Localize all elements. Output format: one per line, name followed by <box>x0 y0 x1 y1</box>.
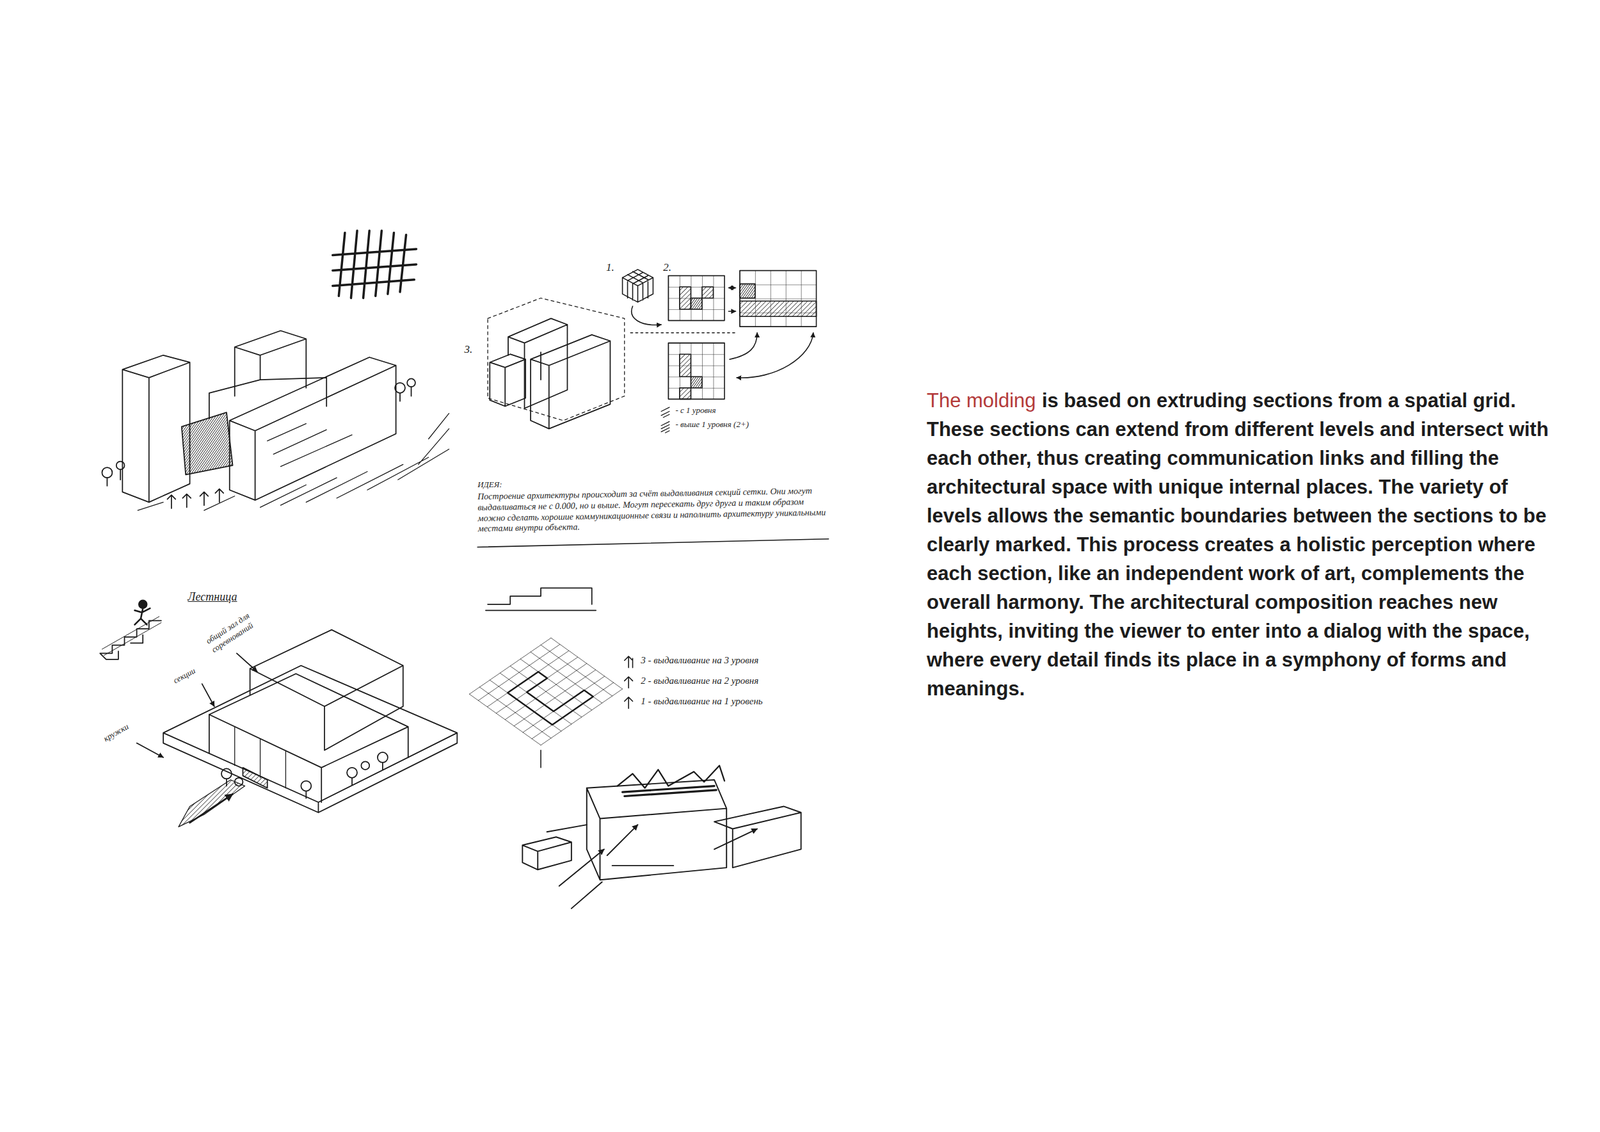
concept-heading: The molding <box>926 389 1037 412</box>
idea-note: Построение архитектуры происходит за счё… <box>477 485 831 536</box>
idea-heading: ИДЕЯ: <box>477 479 502 490</box>
legend-note: 1 - выдавливание на 1 уровень <box>640 695 763 707</box>
sketch-number: 2. <box>663 261 672 274</box>
profile-sketch <box>485 587 596 610</box>
tiered-building-sketch <box>99 599 457 827</box>
concept-text: is based on extruding sections from a sp… <box>926 389 1549 700</box>
callout-note: секции <box>171 665 198 686</box>
plan-grid-sketch <box>469 637 633 767</box>
legend-note: 2 - выдавливание на 2 уровня <box>640 674 759 687</box>
movement-sketch <box>522 765 801 909</box>
sketch-number: 1. <box>606 261 615 274</box>
extrusion-sketch <box>487 298 625 429</box>
sketch-title: Лестница <box>187 590 237 605</box>
legend-note: 3 - выдавливание на 3 уровня <box>640 654 759 666</box>
massing-sketch <box>101 230 449 511</box>
callout-note: кружки <box>101 721 131 744</box>
legend-note: - с 1 уровня <box>675 405 716 416</box>
sketch-number: 3. <box>464 343 473 356</box>
concept-paragraph: The moldingis based on extruding section… <box>926 385 1561 703</box>
legend-note: - выше 1 уровня (2+) <box>675 419 749 430</box>
